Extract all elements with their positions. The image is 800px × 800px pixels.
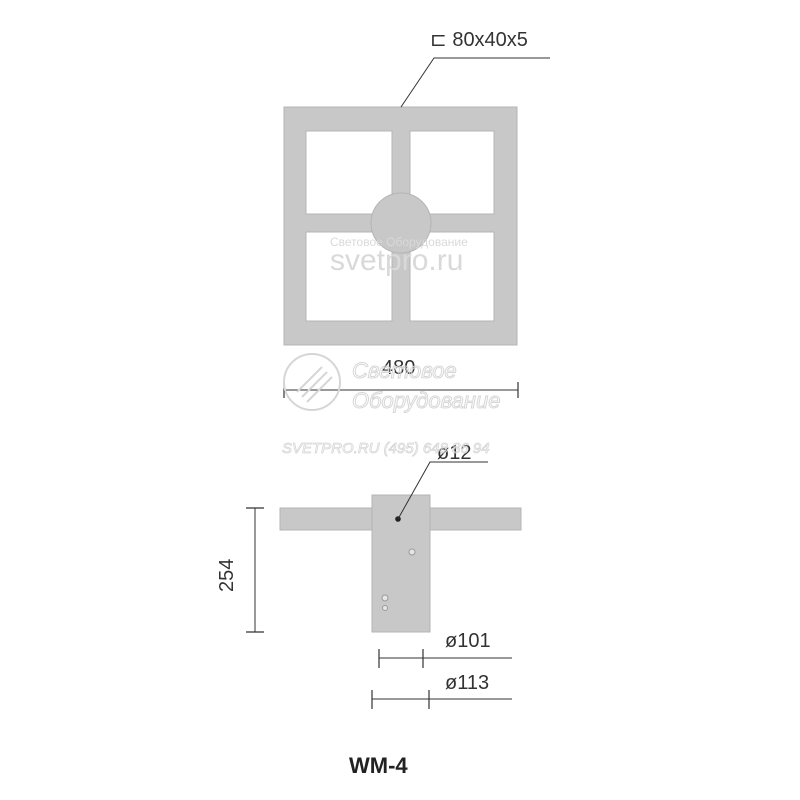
watermark-logo-line3: SVETPRO.RU (495) 648 86 94 (282, 440, 490, 457)
height-dimension: 254 (216, 507, 264, 633)
inner-diameter-dimension: ø101 (378, 630, 512, 668)
watermark-line1: Световое Оборудование (330, 235, 468, 249)
watermark-line2: svetpro.ru (330, 244, 463, 277)
width-label: 480 (382, 357, 415, 379)
side-view (279, 494, 522, 633)
outer-diameter-dimension: ø113 (371, 672, 512, 709)
watermark-logo-line2: Оборудование (352, 388, 500, 413)
profile-label: ⊏ 80x40x5 (430, 29, 528, 51)
profile-leader: ⊏ 80x40x5 (400, 29, 550, 108)
height-label: 254 (216, 559, 238, 592)
set-screw-lower-2 (382, 605, 388, 611)
watermark: Световое Оборудование svetpro.ru Светово… (282, 235, 501, 457)
hole-label: ø12 (437, 442, 471, 464)
inner-diameter-label: ø101 (445, 630, 491, 652)
center-disc (370, 192, 432, 254)
mounting-tube (371, 494, 431, 633)
set-screw-upper (408, 548, 416, 556)
watermark-logo-line1: Световое (352, 358, 457, 383)
watermark-logo-icon (283, 353, 341, 411)
set-screw-lower-1 (381, 594, 389, 602)
outer-diameter-label: ø113 (445, 672, 489, 694)
hole-leader: ø12 (397, 442, 488, 520)
top-view (283, 106, 518, 346)
model-title: WM-4 (349, 753, 408, 778)
